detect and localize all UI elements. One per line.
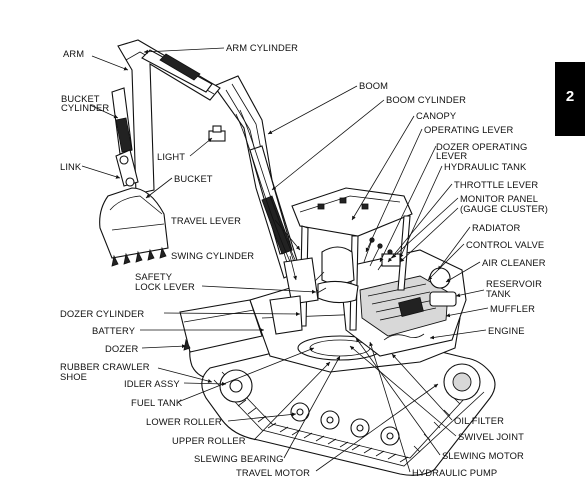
label-dozer-cylinder: DOZER CYLINDER [60,308,144,319]
label-dozer-operating-lever-line2: LEVER [436,150,467,161]
label-bucket: BUCKET [174,173,213,184]
label-canopy: CANOPY [416,110,457,121]
label-reservoir-tank-line2: TANK [486,288,511,299]
label-rubber-crawler-shoe-line1: RUBBER CRAWLER [60,361,150,372]
label-travel-lever: TRAVEL LEVER [171,215,241,226]
monitor-panel-box [381,253,401,267]
boom-assembly [208,75,319,335]
leader-lines [81,47,489,473]
air-cleaner-body [429,267,451,289]
label-control-valve: CONTROL VALVE [466,239,544,250]
labels: ARM ARM CYLINDER BOOM BOOM CYLINDER BUCK… [60,42,548,478]
label-dozer-operating-lever-line1: DOZER OPERATING [436,141,527,152]
label-travel-motor: TRAVEL MOTOR [236,467,310,478]
bucket-assembly [99,187,169,267]
label-oil-filter: OIL FILTER [454,415,504,426]
label-slewing-bearing: SLEWING BEARING [194,453,284,464]
arm-assembly [111,39,221,195]
label-arm: ARM [63,48,84,59]
label-hydraulic-tank: HYDRAULIC TANK [444,161,527,172]
label-monitor-panel-line2: (GAUGE CLUSTER) [460,203,548,214]
label-fuel-tank: FUEL TANK [131,397,183,408]
label-radiator: RADIATOR [472,222,521,233]
label-boom: BOOM [359,80,388,91]
label-boom-cylinder: BOOM CYLINDER [386,94,466,105]
label-engine: ENGINE [488,325,525,336]
label-swing-cylinder: SWING CYLINDER [171,250,254,261]
label-idler-assy: IDLER ASSY [124,378,180,389]
operator-seat [321,246,355,285]
label-safety-lock-lever-line2: LOCK LEVER [135,281,195,292]
label-link: LINK [60,161,82,172]
label-throttle-lever: THROTTLE LEVER [454,179,538,190]
label-slewing-motor: SLEWING MOTOR [442,450,524,461]
label-swivel-joint: SWIVEL JOINT [458,431,524,442]
label-battery: BATTERY [92,325,136,336]
label-upper-roller: UPPER ROLLER [172,435,246,446]
engine-compartment [339,249,467,357]
label-bucket-cylinder-line2: CYLINDER [61,102,109,113]
label-hydraulic-pump: HYDRAULIC PUMP [412,467,497,478]
label-dozer: DOZER [105,343,138,354]
label-reservoir-tank-line1: RESERVOIR [486,278,542,289]
excavator-illustration [99,39,496,476]
label-monitor-panel-line1: MONITOR PANEL [460,193,538,204]
section-tab-number: 2 [565,88,575,105]
label-safety-lock-lever-line1: SAFETY [135,271,173,282]
label-light: LIGHT [157,151,185,162]
track-rollers [290,402,400,446]
label-lower-roller: LOWER ROLLER [146,416,222,427]
right-crawler-track [201,331,496,476]
label-operating-lever: OPERATING LEVER [424,124,513,135]
label-rubber-crawler-shoe-line2: SHOE [60,371,87,382]
canopy [291,187,413,331]
bucket-teeth [111,246,167,267]
label-arm-cylinder: ARM CYLINDER [226,42,298,53]
label-bucket-cylinder-line1: BUCKET [61,93,100,104]
label-muffler: MUFFLER [490,303,535,314]
section-tab: 2 [555,62,585,136]
label-air-cleaner: AIR CLEANER [482,257,546,268]
